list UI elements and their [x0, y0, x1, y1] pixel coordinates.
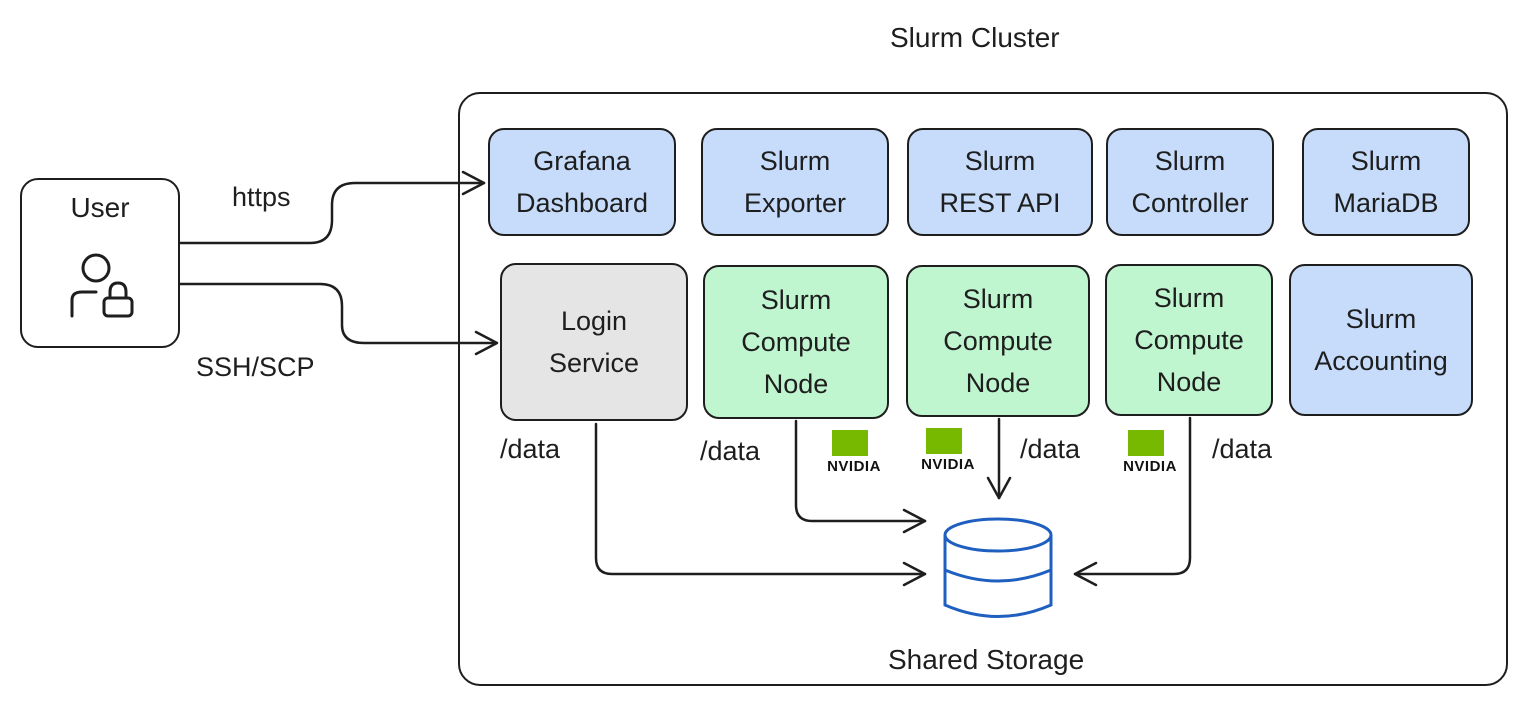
box-label: Slurm MariaDB: [1333, 146, 1439, 218]
shared-storage-label: Shared Storage: [888, 644, 1085, 675]
nvidia-wordmark: NVIDIA: [921, 456, 975, 473]
user-box[interactable]: User: [20, 178, 180, 348]
compute-node-1-box[interactable]: Slurm Compute Node: [703, 265, 889, 419]
https-label: https: [232, 182, 291, 212]
box-label: Slurm Compute Node: [943, 284, 1053, 398]
ssh-arrow: [178, 282, 498, 345]
nvidia-wordmark: NVIDIA: [1123, 458, 1177, 475]
nvidia-logo-icon: NVIDIA: [822, 430, 886, 478]
slurm-controller-box[interactable]: Slurm Controller: [1106, 128, 1274, 236]
user-lock-icon: [70, 253, 134, 318]
slurm-accounting-box[interactable]: Slurm Accounting: [1289, 264, 1473, 416]
login-service-box[interactable]: Login Service: [500, 263, 688, 421]
mount-label-node2: /data: [1020, 434, 1081, 464]
slurm-cluster-boundary: [458, 92, 1508, 686]
nvidia-logo-icon: NVIDIA: [1118, 430, 1182, 478]
box-label: Grafana Dashboard: [515, 146, 649, 218]
cluster-title: Slurm Cluster: [890, 22, 1060, 53]
ssh-scp-label: SSH/SCP: [196, 352, 315, 382]
box-label: Login Service: [548, 306, 640, 378]
https-arrow: [178, 181, 486, 245]
box-label: Slurm Compute Node: [741, 285, 851, 399]
grafana-dashboard-box[interactable]: Grafana Dashboard: [488, 128, 676, 236]
nvidia-logo-icon: NVIDIA: [916, 428, 980, 476]
user-label: User: [70, 192, 130, 223]
slurm-exporter-box[interactable]: Slurm Exporter: [701, 128, 889, 236]
mount-label-node1: /data: [700, 436, 761, 466]
compute-node-2-box[interactable]: Slurm Compute Node: [906, 265, 1090, 417]
box-label: Slurm Compute Node: [1134, 283, 1244, 397]
mount-label-login: /data: [500, 434, 561, 464]
mount-label-node3: /data: [1212, 434, 1273, 464]
slurm-mariadb-box[interactable]: Slurm MariaDB: [1302, 128, 1470, 236]
box-label: Slurm Exporter: [743, 146, 847, 218]
box-label: Slurm REST API: [939, 146, 1061, 218]
slurm-rest-api-box[interactable]: Slurm REST API: [907, 128, 1093, 236]
compute-node-3-box[interactable]: Slurm Compute Node: [1105, 264, 1273, 416]
nvidia-wordmark: NVIDIA: [827, 458, 881, 475]
box-label: Slurm Controller: [1131, 146, 1249, 218]
box-label: Slurm Accounting: [1314, 304, 1448, 376]
